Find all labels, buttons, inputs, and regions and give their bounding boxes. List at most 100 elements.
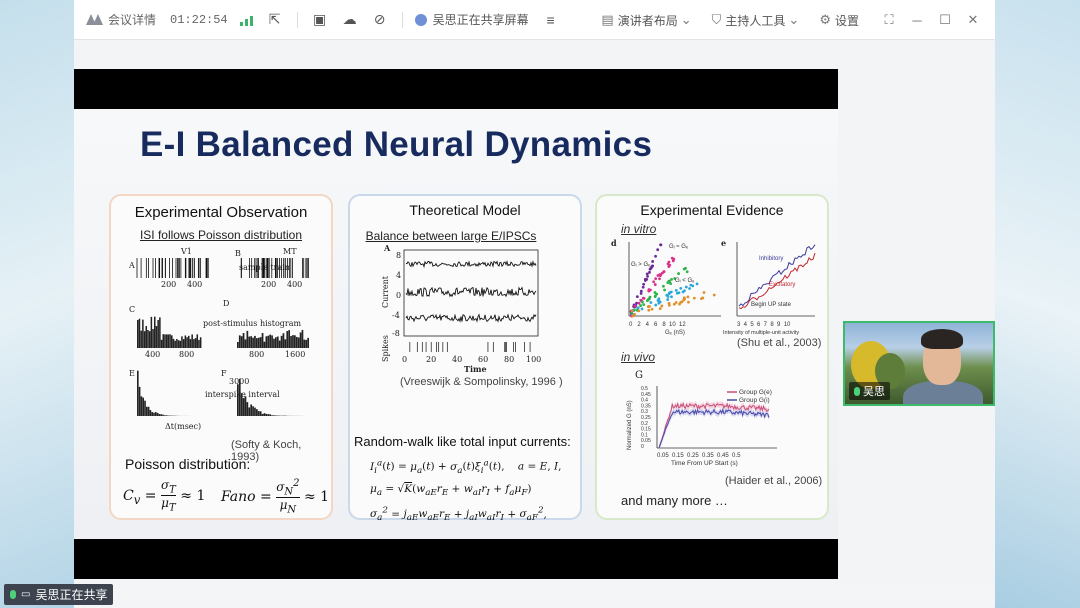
x-ticks: 0 2 4 6 8 10 12 xyxy=(629,322,686,328)
histogram-bar xyxy=(156,412,159,416)
label-f: F xyxy=(221,369,227,378)
microphone-icon xyxy=(10,590,16,599)
data-point xyxy=(656,248,660,252)
x-ticks: 0.05 0.15 0.25 0.35 0.45 0.5 xyxy=(657,453,741,459)
tick-800: 800 xyxy=(179,350,194,359)
sharing-menu-icon[interactable]: ≡ xyxy=(546,11,555,28)
histogram-bar xyxy=(142,397,145,416)
inhibitory-trace xyxy=(405,313,537,323)
x-label: Gₑ (nS) xyxy=(665,330,685,336)
x-ticks: 3 4 5 6 7 8 9 10 xyxy=(737,322,791,328)
histogram-bar xyxy=(256,409,258,416)
speaker-layout-button[interactable]: ▤ 演讲者布局 ⌄ xyxy=(601,12,695,29)
tick-800: 800 xyxy=(249,350,264,359)
meeting-info-button[interactable]: 会议详情 xyxy=(74,0,156,40)
conductance-scatter xyxy=(629,243,716,318)
data-point xyxy=(687,300,690,304)
histogram-bar xyxy=(138,386,141,416)
histogram-bar xyxy=(248,407,251,416)
cloud-icon[interactable]: ☁ xyxy=(342,11,357,27)
hide-view-icon[interactable]: ⊘ xyxy=(373,11,386,27)
histogram-bar xyxy=(194,338,197,348)
data-point xyxy=(632,314,636,318)
data-point xyxy=(692,296,696,300)
histogram-bar xyxy=(261,413,264,416)
y-tick: 0 xyxy=(641,444,644,450)
histogram-bar xyxy=(160,414,163,416)
record-icon[interactable]: ▣ xyxy=(313,11,327,27)
histogram-bar xyxy=(273,338,275,348)
tick-80: 80 xyxy=(504,355,514,364)
data-point xyxy=(684,285,688,289)
data-point xyxy=(670,256,674,260)
y-tick: 0.3 xyxy=(641,409,648,415)
citation-shu: (Shu et al., 2003) xyxy=(737,337,822,349)
y-tick: 0.25 xyxy=(641,415,651,421)
histogram-bar xyxy=(256,338,258,348)
close-icon[interactable]: ✕ xyxy=(967,12,979,27)
host-tools-button[interactable]: ⛉ 主持人工具 ⌄ xyxy=(712,12,804,29)
histogram-bar xyxy=(140,396,143,416)
random-walk-label: Random-walk like total input currents: xyxy=(354,434,571,449)
tick-200: 200 xyxy=(161,280,176,289)
participant-body xyxy=(903,381,983,404)
data-point xyxy=(630,309,634,313)
chevron-down-icon: ⌄ xyxy=(680,12,692,27)
histogram-bar xyxy=(137,320,139,348)
maximize-icon[interactable]: ☐ xyxy=(939,12,951,27)
histogram-bar xyxy=(143,331,146,348)
histogram-bar xyxy=(152,328,154,348)
equation-2: μa = √K(waErE + waIrI + faμF) xyxy=(370,482,532,498)
fullscreen-icon[interactable]: ⛶ xyxy=(884,12,894,27)
histogram-bar xyxy=(238,378,241,416)
histogram-bar xyxy=(238,335,241,348)
data-point xyxy=(650,307,654,311)
histogram-bar xyxy=(198,339,200,348)
histogram-bar xyxy=(155,326,158,348)
histogram-bar xyxy=(164,415,166,416)
settings-button[interactable]: ⚙ 设置 xyxy=(819,12,859,29)
data-point xyxy=(636,306,640,310)
psth-mt xyxy=(237,329,310,348)
participant-video-tile[interactable]: 吴思 xyxy=(843,321,995,406)
isi-histogram-mt xyxy=(237,378,306,416)
participant-hair xyxy=(921,329,963,349)
label-c: C xyxy=(129,305,135,314)
label-b: B xyxy=(235,249,241,258)
divider xyxy=(401,11,403,28)
histogram-bar xyxy=(299,332,302,348)
tick-200: 200 xyxy=(261,280,276,289)
histogram-bar xyxy=(189,339,192,348)
popout-icon[interactable]: ⇱ xyxy=(268,11,281,27)
data-point xyxy=(701,296,705,300)
histogram-bar xyxy=(179,340,182,348)
data-point xyxy=(667,301,671,305)
histogram-bar xyxy=(263,413,266,416)
data-point xyxy=(667,292,671,295)
data-point xyxy=(642,282,646,286)
label-a: A xyxy=(383,244,391,253)
histogram-bar xyxy=(244,339,247,348)
histogram-bar xyxy=(275,415,277,416)
sharing-status-bar: ▭ 吴思正在共享 xyxy=(4,584,114,605)
histogram-bar xyxy=(140,330,142,348)
histogram-bar xyxy=(271,335,273,348)
data-point xyxy=(637,309,641,313)
minimize-icon[interactable]: ─ xyxy=(912,12,922,28)
presentation-slide: E-I Balanced Neural Dynamics Experimenta… xyxy=(74,109,838,539)
spike-statistics-figure: V1 MT A B sample train 200 400 200 400 C… xyxy=(128,247,310,431)
data-point xyxy=(677,291,681,295)
data-point xyxy=(641,285,645,289)
x-label-vivo: Time From UP Start (s) xyxy=(671,460,738,467)
data-point xyxy=(667,265,671,268)
data-point xyxy=(658,277,661,281)
data-point xyxy=(658,307,662,311)
gear-icon: ⚙ xyxy=(819,12,831,27)
annotation-gi-gt-ge: Gᵢ > Gₑ xyxy=(631,262,651,268)
data-point xyxy=(702,291,706,294)
panel-subheading: Balance between large E/IPSCs xyxy=(365,229,537,243)
participant-name: 吴思 xyxy=(863,386,885,398)
legend-ge: Group G(e) xyxy=(739,389,772,396)
meeting-timer: 01:22:54 xyxy=(170,12,228,27)
data-point xyxy=(685,270,689,274)
